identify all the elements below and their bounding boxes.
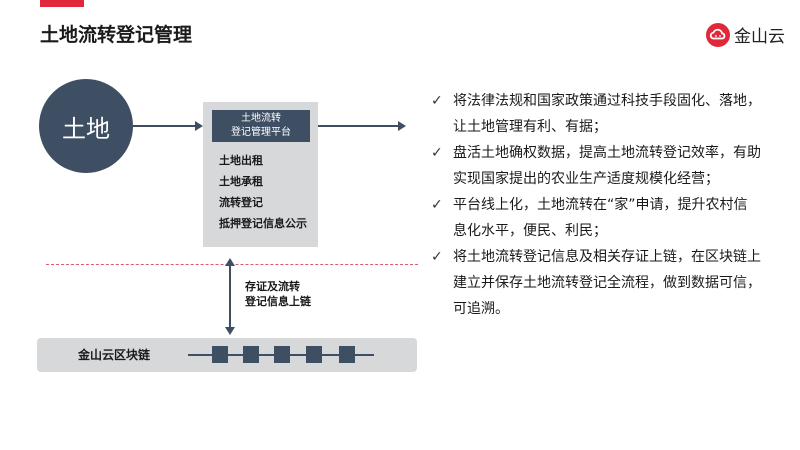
benefit-item: ✓ 将土地流转登记信息及相关存证上链，在区块链上建立并保存土地流转登记全流程，做… [431,244,761,322]
platform-title-line2: 登记管理平台 [231,127,291,138]
land-to-platform-arrow [133,125,195,127]
brand-logo: 金山云 [706,22,785,47]
platform-item: 抵押登记信息公示 [219,217,307,230]
platform-item: 土地出租 [219,154,263,167]
down-arrowhead [225,327,235,335]
benefit-text: 将土地流转登记信息及相关存证上链，在区块链上建立并保存土地流转登记全流程，做到数… [453,249,761,317]
platform-item: 流转登记 [219,196,263,209]
chain-block-icon [306,346,322,363]
logo-text: 金山云 [734,27,785,47]
on-chain-label: 存证及流转 登记信息上链 [245,279,311,309]
chain-block-icon [339,346,355,363]
chain-block-icon [212,346,228,363]
checkmark-icon: ✓ [431,249,443,265]
benefit-text: 将法律法规和国家政策通过科技手段固化、落地，让土地管理有利、有据； [453,93,761,135]
platform-item-list: 土地出租 土地承租 流转登记 抵押登记信息公示 [219,150,307,234]
vertical-double-arrow [229,264,231,329]
platform-to-benefits-arrow [318,125,398,127]
land-to-platform-arrowhead [195,121,203,131]
on-chain-label-line2: 登记信息上链 [245,295,311,308]
benefit-item: ✓ 盘活土地确权数据，提高土地流转登记效率，有助实现国家提出的农业生产适度规模化… [431,140,761,192]
platform-to-benefits-arrowhead [398,121,406,131]
page-title: 土地流转登记管理 [40,24,193,46]
benefit-text: 平台线上化，土地流转在“家”申请，提升农村信息化水平，便民、利民； [453,197,748,239]
blockchain-label: 金山云区块链 [78,348,151,362]
platform-title: 土地流转 登记管理平台 [212,110,310,142]
benefit-item: ✓ 平台线上化，土地流转在“家”申请，提升农村信息化水平，便民、利民； [431,192,761,244]
on-chain-label-line1: 存证及流转 [245,280,300,293]
checkmark-icon: ✓ [431,197,443,213]
platform-title-line1: 土地流转 [241,113,281,124]
checkmark-icon: ✓ [431,93,443,109]
checkmark-icon: ✓ [431,145,443,161]
accent-bar [40,0,84,7]
benefit-list: ✓ 将法律法规和国家政策通过科技手段固化、落地，让土地管理有利、有据； ✓ 盘活… [431,88,761,322]
cloud-logo-icon [706,22,730,47]
land-label: 土地 [62,114,110,143]
platform-item: 土地承租 [219,175,263,188]
chain-block-icon [243,346,259,363]
land-node: 土地 [39,79,133,173]
up-arrowhead [225,258,235,266]
benefit-text: 盘活土地确权数据，提高土地流转登记效率，有助实现国家提出的农业生产适度规模化经营… [453,145,761,187]
benefit-item: ✓ 将法律法规和国家政策通过科技手段固化、落地，让土地管理有利、有据； [431,88,761,140]
chain-block-icon [274,346,290,363]
